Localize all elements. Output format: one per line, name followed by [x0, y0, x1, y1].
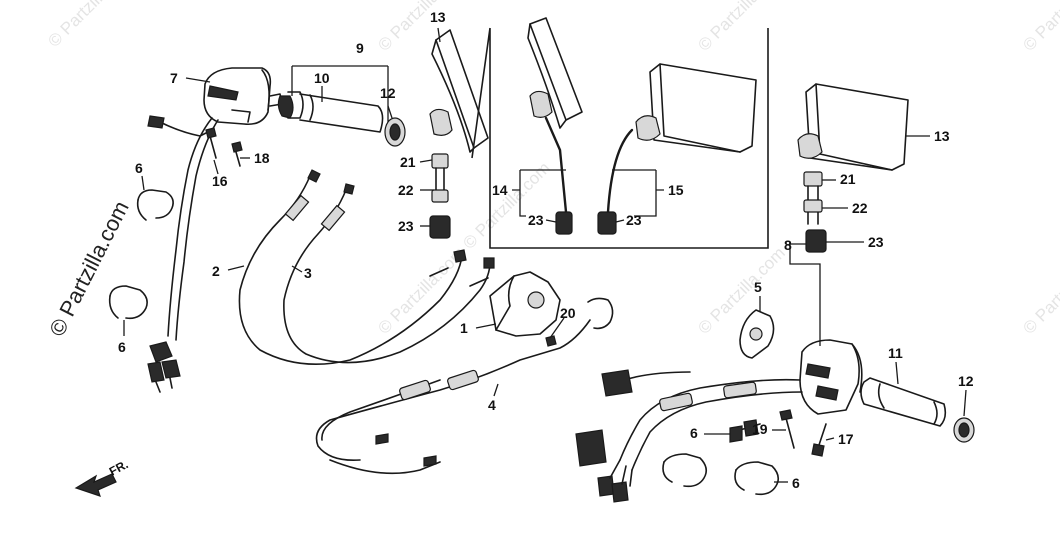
callout-17: 17 [838, 431, 854, 447]
callout-3: 3 [304, 265, 312, 281]
callout-19: 19 [752, 421, 768, 437]
callout-6-mid-right: 6 [690, 425, 698, 441]
mirror-inset-left [527, 17, 583, 235]
bolt-22-left [431, 167, 449, 203]
lever-bracket [489, 271, 561, 347]
callout-numbers: 1 2 3 4 5 6 6 6 6 7 8 9 10 11 12 12 13 1… [118, 9, 974, 491]
callout-5: 5 [754, 279, 762, 295]
callout-23-inset-right: 23 [626, 212, 642, 228]
watermark-far-right: © Partzilla.com [1019, 0, 1060, 55]
cable-end-fittings [429, 267, 489, 287]
seal-12-upper [384, 117, 406, 147]
watermark-top-center: © Partzilla.com [374, 0, 468, 55]
callout-6-upper-left: 6 [135, 160, 143, 176]
watermark-mid-right: © Partzilla.com [694, 243, 788, 337]
leader-lines [123, 27, 967, 483]
watermark-lower-right: © Partzilla.com [1019, 243, 1060, 337]
callout-12-right: 12 [958, 373, 974, 389]
mirror-inset-right [597, 63, 757, 235]
bolt-22-right [803, 185, 823, 225]
nut-21-left [431, 153, 449, 169]
throttle-cable-2 [238, 169, 467, 365]
left-switch-housing [203, 67, 283, 126]
callout-6-lower-left: 6 [118, 339, 126, 355]
callout-1: 1 [460, 320, 468, 336]
callout-11: 11 [888, 345, 903, 361]
watermark-top-left: © Partzilla.com [44, 0, 138, 51]
left-switch-harness [147, 115, 219, 393]
callout-6-lower-right: 6 [792, 475, 800, 491]
callout-13-right: 13 [934, 128, 950, 144]
front-direction-arrow: FR. [74, 457, 130, 497]
callout-23-inset-left: 23 [528, 212, 544, 228]
nut-21-right [803, 171, 823, 187]
nut-23-right [805, 229, 827, 253]
wire-band-lower-right [734, 461, 780, 496]
callout-12-upper: 12 [380, 85, 396, 101]
screw-18 [231, 141, 243, 167]
callout-14: 14 [492, 182, 508, 198]
callout-22-left: 22 [398, 182, 414, 198]
callout-23-right: 23 [868, 234, 884, 250]
throttle-cable-3 [283, 183, 495, 364]
wire-band-lower-left [108, 285, 148, 320]
watermark-mirror: © Partzilla.com [459, 158, 553, 252]
callout-13-left: 13 [430, 9, 446, 25]
callout-8: 8 [784, 237, 792, 253]
nut-23-left [429, 215, 451, 239]
right-grip-11 [860, 377, 947, 427]
screw-16 [205, 127, 217, 159]
watermark-top-right: © Partzilla.com [694, 0, 788, 55]
callout-9: 9 [356, 40, 364, 56]
callout-10: 10 [314, 70, 330, 86]
seal-12-right [953, 417, 975, 443]
callout-4: 4 [488, 397, 496, 413]
callout-7: 7 [170, 70, 178, 86]
callout-20: 20 [560, 305, 576, 321]
screw-19 [779, 409, 795, 449]
callout-21-right: 21 [840, 171, 856, 187]
callout-21-left: 21 [400, 154, 416, 170]
mirror-right [797, 83, 909, 171]
screw-17 [811, 423, 827, 457]
clutch-switch-wire [315, 297, 614, 475]
callout-16: 16 [212, 173, 228, 189]
callout-2: 2 [212, 263, 220, 279]
callout-22-right: 22 [852, 200, 868, 216]
right-switch-housing-8 [799, 339, 863, 415]
callout-15: 15 [668, 182, 684, 198]
inset-box [471, 27, 769, 249]
right-switch-harness [575, 369, 803, 503]
callout-18: 18 [254, 150, 270, 166]
callout-23-left: 23 [398, 218, 414, 234]
wire-band-upper-left [136, 189, 174, 221]
throttle-grip [277, 91, 384, 133]
right-lever-bracket-5 [739, 309, 775, 359]
mirror-left [429, 29, 489, 153]
partzilla-watermark: © Partzilla.com [44, 197, 134, 340]
wire-band-lower-mid [662, 453, 708, 488]
